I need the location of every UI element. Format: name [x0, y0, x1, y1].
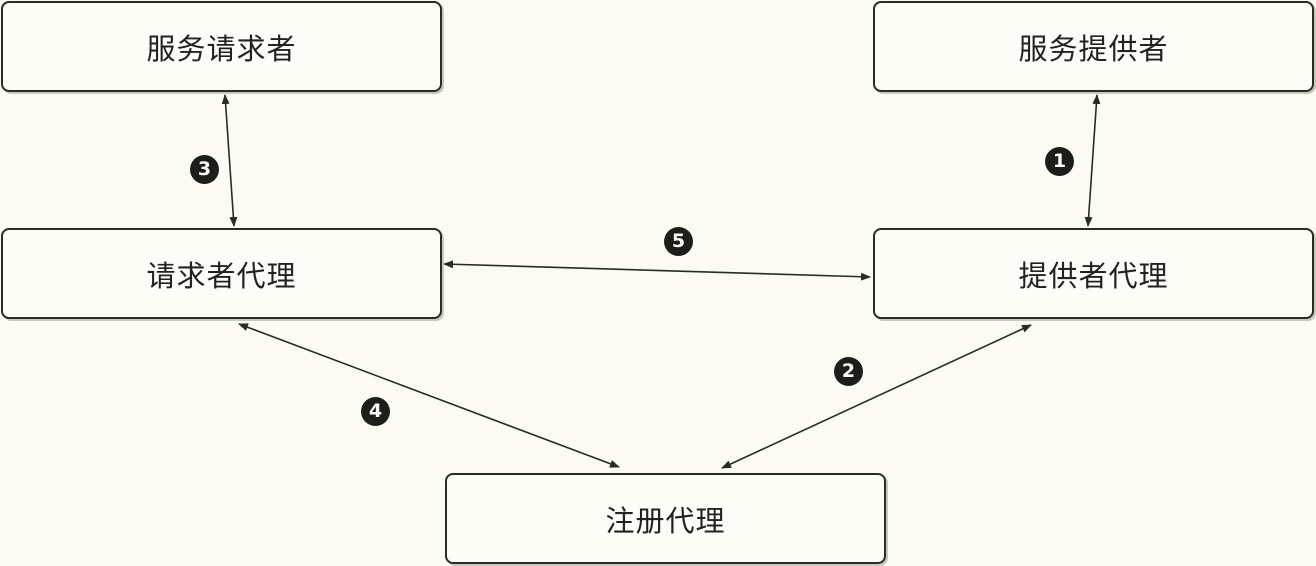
- step-3-badge: 3: [190, 155, 219, 184]
- service-provider-label: 服务提供者: [1018, 31, 1169, 66]
- step-4-badge: 4: [361, 397, 390, 426]
- step-1-badge: 1: [1045, 147, 1074, 176]
- edge-provider-proxy-to-registry: [721, 324, 1032, 469]
- registry-proxy-box: 注册代理: [445, 473, 886, 564]
- step-5-badge: 5: [664, 227, 693, 256]
- service-requester-label: 服务请求者: [146, 31, 297, 66]
- step-2-badge: 2: [834, 357, 863, 386]
- edge-requester-proxy-to-provider-proxy: [443, 260, 871, 281]
- edge-requester-to-requester-proxy: [221, 94, 238, 227]
- provider-proxy-label: 提供者代理: [1018, 258, 1169, 293]
- edge-provider-to-provider-proxy: [1084, 94, 1101, 227]
- service-requester-box: 服务请求者: [1, 1, 442, 92]
- registry-proxy-label: 注册代理: [605, 503, 726, 538]
- requester-proxy-label: 请求者代理: [146, 258, 297, 293]
- provider-proxy-box: 提供者代理: [873, 228, 1314, 319]
- service-provider-box: 服务提供者: [873, 1, 1314, 92]
- requester-proxy-box: 请求者代理: [1, 228, 442, 319]
- edge-requester-proxy-to-registry: [238, 323, 620, 468]
